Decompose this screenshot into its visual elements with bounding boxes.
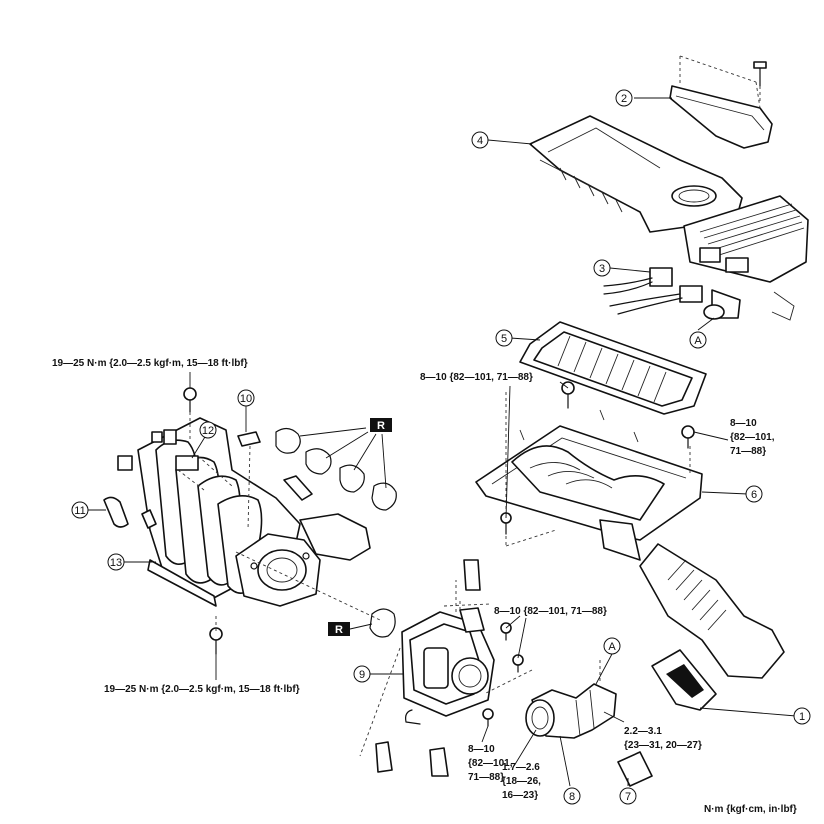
torque-spec-aircleaner-right-line-2: {82—101, xyxy=(730,432,775,443)
callout-6: 6 xyxy=(745,485,763,503)
callout-2-label: 2 xyxy=(621,93,627,105)
torque-spec-throttle-bottom-line-2: {82—101, xyxy=(468,758,513,769)
callout-1: 1 xyxy=(793,707,811,725)
manifold-gaskets xyxy=(275,427,397,511)
callout-13-label: 13 xyxy=(110,557,122,569)
part-12-sensor xyxy=(175,455,233,491)
callout-5-label: 5 xyxy=(501,333,507,345)
callout-8-label: 8 xyxy=(569,791,575,803)
bolt-aircleaner-left xyxy=(561,381,575,409)
torque-spec-throttle-bottom: 8—10 {82—101, 71—88} xyxy=(468,744,513,783)
callout-13: 13 xyxy=(107,553,125,571)
torque-spec-clamp-left-line-1: 1.7—2.6 xyxy=(502,762,540,773)
callout-3: 3 xyxy=(593,259,611,277)
callout-7-label: 7 xyxy=(625,791,631,803)
part-2-cover-bracket xyxy=(669,55,773,149)
callout-A-top-label: A xyxy=(694,335,702,347)
replace-badge-gaskets: R xyxy=(370,418,392,432)
torque-spec-aircleaner-right: 8—10 {82—101, 71—88} xyxy=(730,418,775,457)
bolt-manifold-top xyxy=(183,387,197,413)
torque-spec-clamp-right-line-1: 2.2—3.1 xyxy=(624,726,662,737)
replace-badge-o-ring-label: R xyxy=(335,624,343,636)
torque-spec-throttle-right: 8—10 {82—101, 71—88} xyxy=(494,606,607,617)
bolt-manifold-bottom xyxy=(209,627,223,655)
replace-badge-gaskets-label: R xyxy=(377,420,385,432)
part-1-intake-hose xyxy=(639,543,785,711)
torque-spec-clamp-left-line-3: 16—23} xyxy=(502,790,538,801)
part-3-connectors xyxy=(603,267,703,315)
callout-12-label: 12 xyxy=(202,425,214,437)
pcm-unit xyxy=(683,195,809,321)
callout-9: 9 xyxy=(353,665,371,683)
part-9-throttle-body xyxy=(401,598,495,725)
callout-10: 10 xyxy=(237,389,255,407)
torque-spec-throttle-bottom-line-3: 71—88} xyxy=(468,772,504,783)
callout-6-label: 6 xyxy=(751,489,757,501)
part-7-hose-clamp xyxy=(617,751,653,787)
torque-spec-clamp-right-line-2: {23—31, 20—27} xyxy=(624,740,702,751)
callout-A-hose: A xyxy=(603,637,621,655)
torque-spec-throttle-bottom-line-1: 8—10 xyxy=(468,744,495,755)
callout-5: 5 xyxy=(495,329,513,347)
part-8-air-hose xyxy=(525,683,617,739)
callout-7: 7 xyxy=(619,787,637,805)
bolt-part-2 xyxy=(753,61,767,104)
torque-spec-manifold-top: 19—25 N·m {2.0—2.5 kgf·m, 15—18 ft·lbf} xyxy=(52,358,248,369)
bolt-manifold-side xyxy=(141,509,157,529)
callout-12: 12 xyxy=(199,421,217,439)
torque-spec-clamp-left: 1.7—2.6 {18—26, 16—23} xyxy=(502,762,541,801)
bolt-aircleaner-right xyxy=(681,425,695,449)
callout-8: 8 xyxy=(563,787,581,805)
callout-4: 4 xyxy=(471,131,489,149)
part-6-air-cleaner-case xyxy=(475,409,703,561)
part-5-air-filter xyxy=(519,321,707,415)
throttle-flange xyxy=(235,475,371,607)
callout-4-label: 4 xyxy=(477,135,483,147)
hose-clip-pieces xyxy=(375,559,481,777)
part-4-pcm-cover xyxy=(529,115,743,233)
callout-10-label: 10 xyxy=(240,393,252,405)
replace-badge-o-ring: R xyxy=(328,622,373,636)
callout-11-label: 11 xyxy=(74,505,85,517)
torque-spec-aircleaner-right-line-1: 8—10 xyxy=(730,418,757,429)
units-note: N·m {kgf·cm, in·lbf} xyxy=(704,804,797,815)
bolt-throttle-bottom xyxy=(482,708,494,727)
torque-spec-clamp-left-line-2: {18—26, xyxy=(502,776,541,787)
torque-spec-manifold-bottom: 19—25 N·m {2.0—2.5 kgf·m, 15—18 ft·lbf} xyxy=(104,684,300,695)
callout-3-label: 3 xyxy=(599,263,605,275)
callout-A-hose-label: A xyxy=(608,641,616,653)
callout-2: 2 xyxy=(615,89,633,107)
torque-spec-aircleaner-right-line-3: 71—88} xyxy=(730,446,766,457)
torque-spec-clamp-right: 2.2—3.1 {23—31, 20—27} xyxy=(624,726,702,751)
part-11-hose xyxy=(103,496,129,528)
callout-A-top: A xyxy=(689,331,707,349)
part-10-vacuum-fitting xyxy=(237,431,261,531)
callout-1-label: 1 xyxy=(799,711,805,723)
torque-spec-aircleaner-left: 8—10 {82—101, 71—88} xyxy=(420,372,533,383)
callout-11: 11 xyxy=(71,501,89,519)
callout-9-label: 9 xyxy=(359,669,365,681)
o-ring-throttle xyxy=(369,608,396,638)
